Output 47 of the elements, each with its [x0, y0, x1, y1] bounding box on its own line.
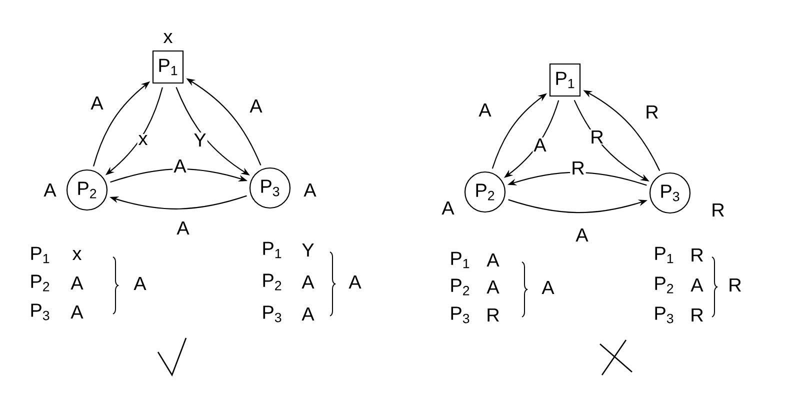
table-text: P$_{2}$: [31, 274, 50, 292]
table-text: R: [692, 308, 703, 322]
table-text: P$_{1}$: [31, 246, 50, 264]
table-text: P$_{3}$: [451, 306, 470, 324]
brace-result: A: [348, 275, 362, 289]
table-text: R: [488, 308, 499, 322]
edge-label: A: [90, 95, 104, 111]
table-text: Y: [302, 243, 314, 257]
table-text: A: [302, 307, 314, 321]
table-text: P$_{2}$: [263, 274, 282, 290]
node-annotation: R: [712, 203, 724, 217]
edge-label: x: [137, 134, 149, 146]
edge-label: R: [589, 129, 605, 145]
table-text: P$_{1}$: [655, 246, 674, 264]
table-text: P$_{3}$: [263, 306, 282, 322]
table-text: P$_{3}$: [31, 304, 50, 320]
edge-label: A: [574, 227, 590, 243]
node-annotation: A: [304, 183, 316, 197]
table-text: P$_{1}$: [263, 242, 282, 258]
edge-label: A: [532, 137, 548, 153]
brace-result: A: [134, 276, 146, 290]
table-text: A: [70, 305, 84, 319]
table-text: A: [690, 278, 704, 292]
edge-label: R: [644, 104, 660, 120]
process-box: P$_{1}$: [152, 50, 184, 84]
brace-result: R: [730, 278, 741, 292]
table-text: P$_{3}$: [655, 306, 674, 324]
node-annotation: A: [442, 201, 454, 215]
process-box: P$_{1}$: [549, 63, 581, 97]
edge-label: A: [248, 98, 264, 114]
table-text: P$_{2}$: [451, 278, 470, 296]
edge-label: A: [176, 220, 190, 236]
table-text: P$_{2}$: [655, 276, 674, 294]
table-text: A: [486, 280, 500, 294]
table-text: x: [72, 250, 82, 260]
brace-result: A: [542, 280, 554, 294]
table-text: A: [302, 275, 314, 289]
node-annotation: x: [163, 32, 173, 43]
table-text: A: [486, 253, 500, 267]
edge-label: Y: [192, 132, 208, 148]
edge-label: A: [172, 158, 188, 174]
table-text: A: [70, 276, 84, 290]
edge-label: A: [478, 102, 492, 118]
table-text: P$_{1}$: [451, 252, 470, 268]
edge-label: R: [570, 160, 586, 176]
table-text: R: [692, 248, 703, 262]
node-annotation: A: [44, 183, 56, 197]
